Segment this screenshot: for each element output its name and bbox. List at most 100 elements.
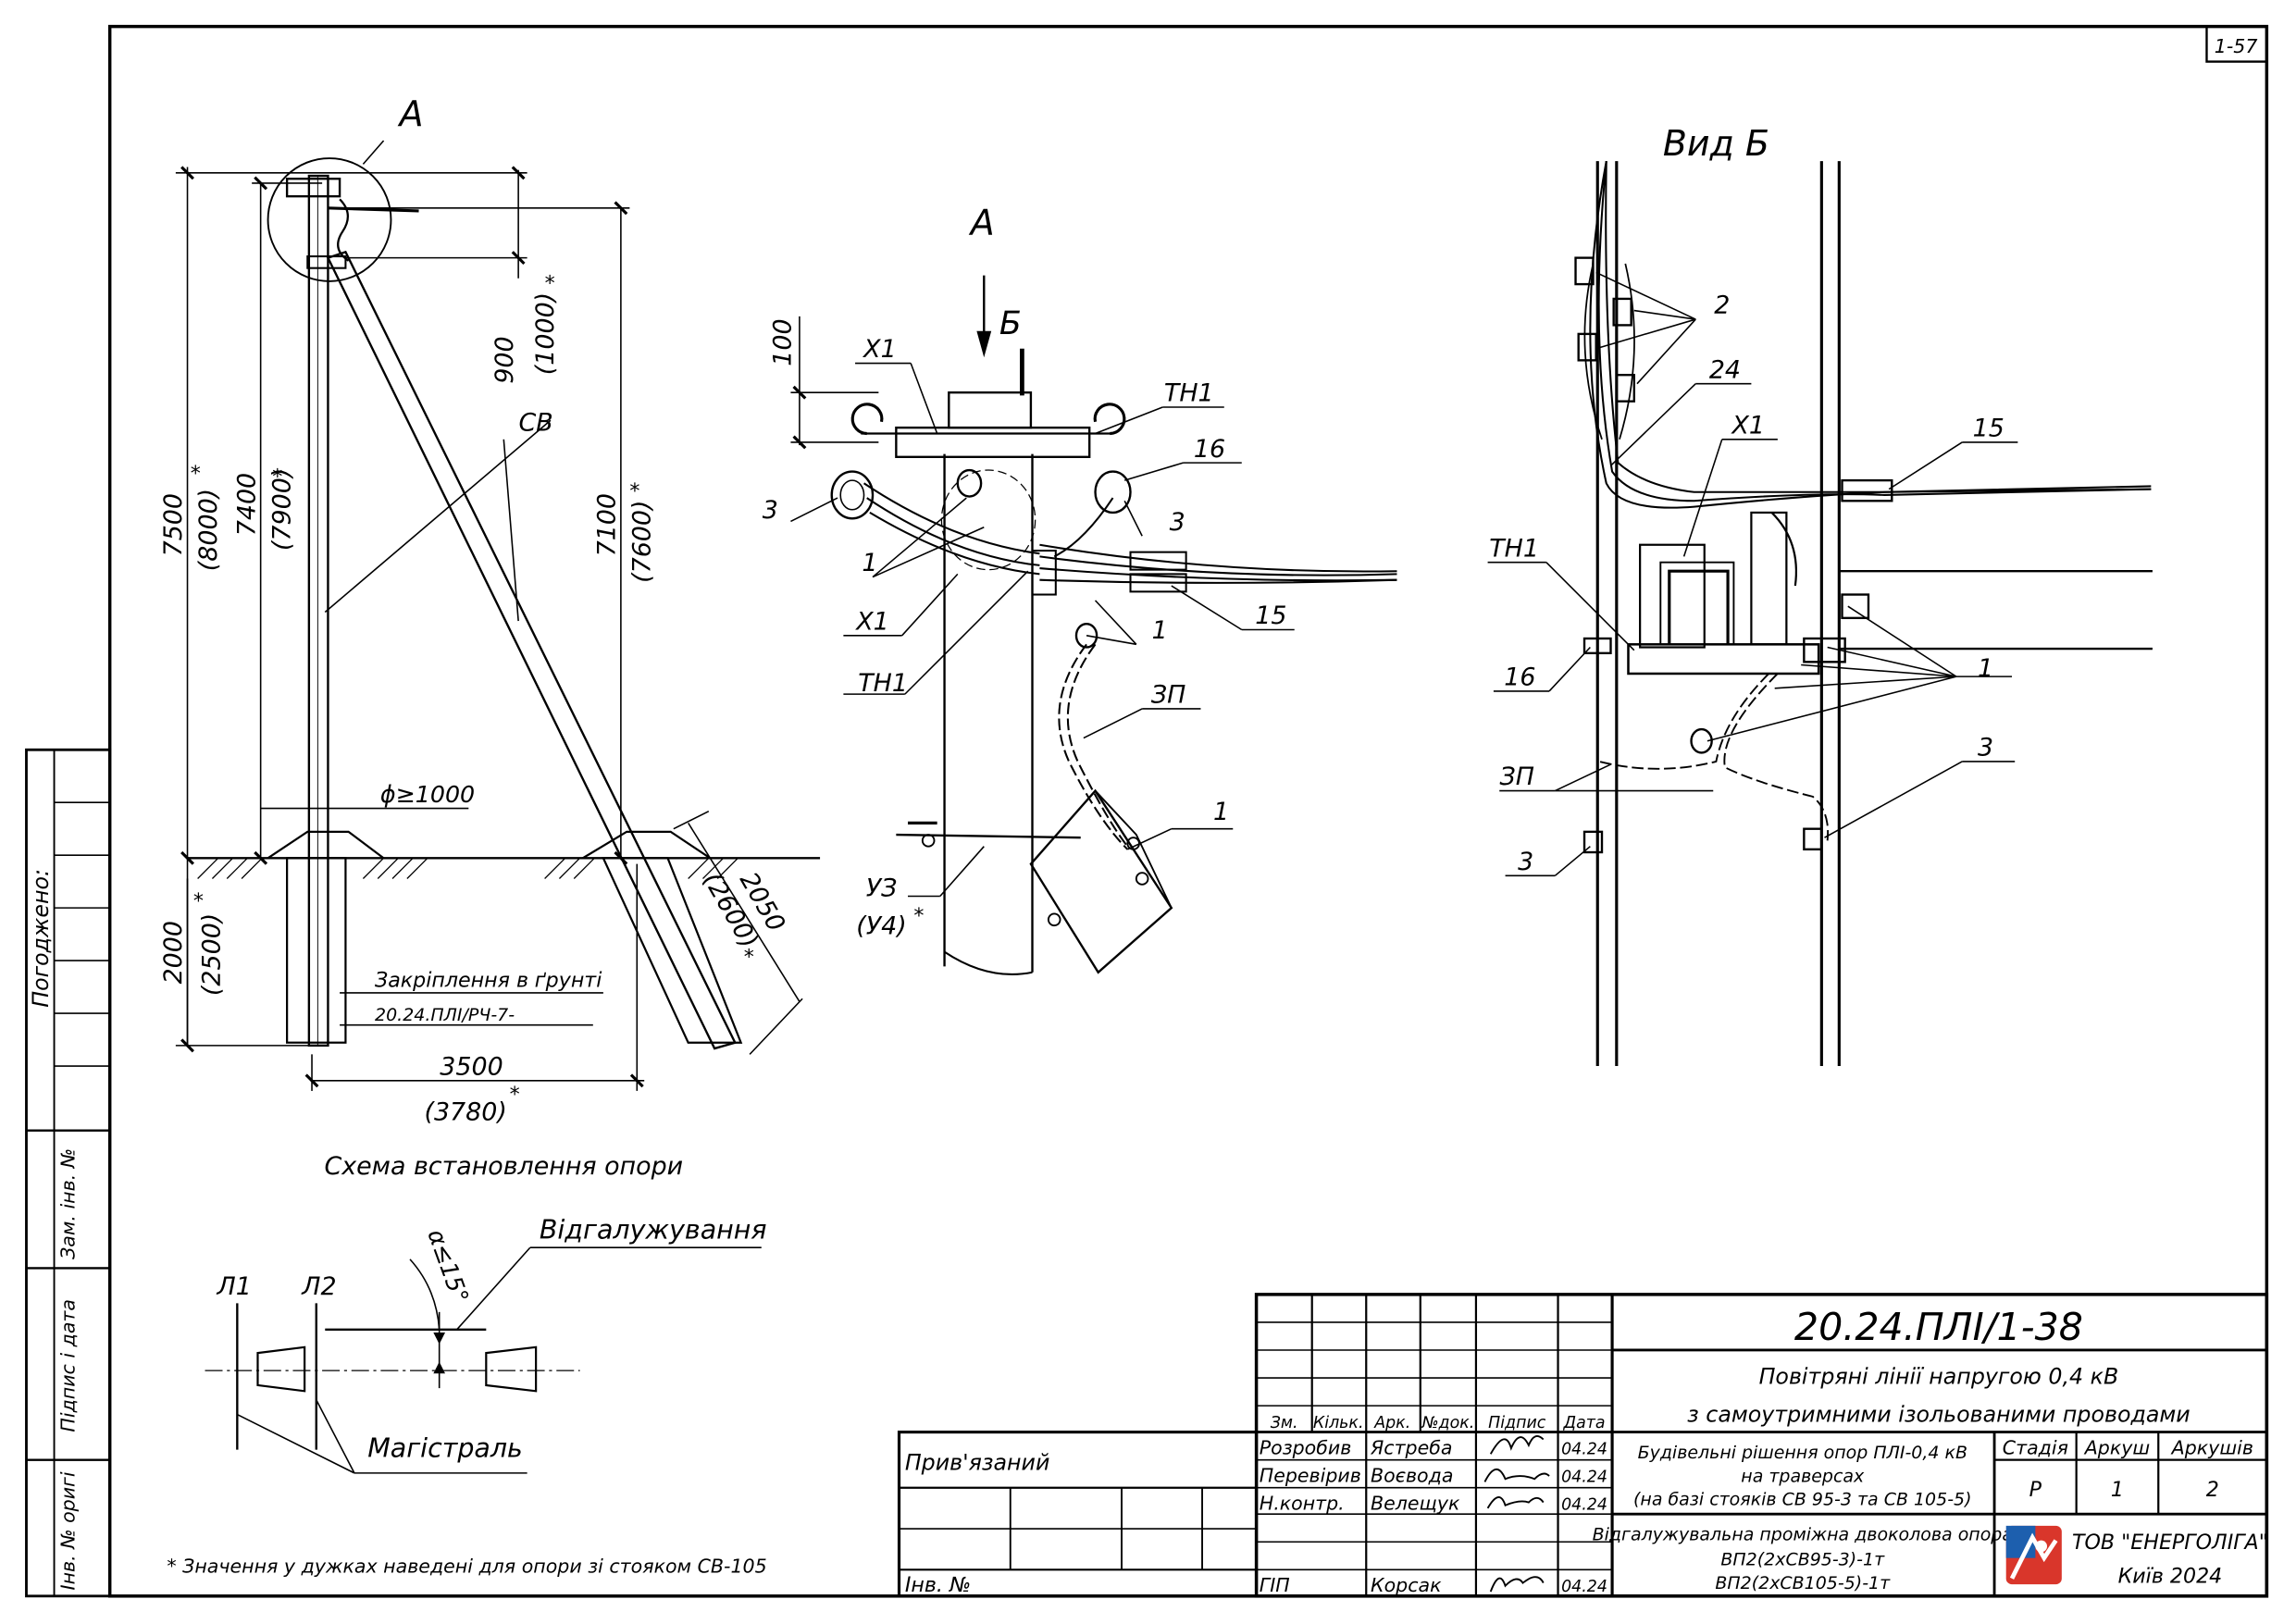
dim-2500: (2500) bbox=[197, 913, 226, 996]
date-ncontrol: 04.24 bbox=[1561, 1495, 1607, 1514]
name-checked: Воєвода bbox=[1371, 1464, 1453, 1486]
label-16: 16 bbox=[1194, 435, 1225, 464]
designation: 20.24.ПЛІ/1-38 bbox=[1794, 1305, 2083, 1349]
dim-7500: 7500 bbox=[159, 493, 188, 556]
dim-8000: (8000) bbox=[194, 489, 223, 571]
date-checked: 04.24 bbox=[1561, 1468, 1607, 1486]
star-8000: * bbox=[191, 462, 201, 486]
arrow-b-label: Б bbox=[999, 305, 1022, 342]
label-tn1-top: ТН1 bbox=[1164, 379, 1214, 408]
name-ncontrol: Велещук bbox=[1371, 1492, 1460, 1514]
star-3780: * bbox=[510, 1083, 520, 1107]
agreed-label: Погоджено: bbox=[28, 869, 54, 1008]
view-a-title: А bbox=[968, 202, 995, 242]
fixing-label: Закріплення в ґрунті bbox=[375, 969, 602, 993]
dim-7400: 7400 bbox=[232, 473, 261, 536]
star-7900: * bbox=[272, 465, 282, 489]
drawing-line1: Відгалужувальна проміжна двоколова опора bbox=[1593, 1525, 2013, 1545]
label-1-left: 1 bbox=[862, 549, 877, 577]
label-15: 15 bbox=[1255, 601, 1286, 630]
stage-header: Стадія bbox=[2003, 1436, 2068, 1458]
star-u4: * bbox=[913, 904, 924, 928]
label-3-right: 3 bbox=[1170, 508, 1185, 537]
vb-label-zp: ЗП bbox=[1500, 762, 1534, 791]
vb-label-x1: Х1 bbox=[1730, 411, 1765, 440]
dim-7600: (7600) bbox=[628, 500, 657, 582]
l1-label: Л1 bbox=[217, 1272, 252, 1301]
star-2600: * bbox=[744, 945, 754, 969]
dim-100: 100 bbox=[768, 318, 797, 366]
replace-inv-label: Зам. інв. № bbox=[57, 1148, 80, 1259]
vb-label-15: 15 bbox=[1973, 415, 2004, 443]
sheets-header: Аркушів bbox=[2170, 1436, 2253, 1458]
hdr-date: Дата bbox=[1563, 1414, 1606, 1432]
section-line2: на траверсах bbox=[1741, 1466, 1865, 1486]
main-label: Магістраль bbox=[367, 1432, 523, 1463]
star-1000: * bbox=[545, 271, 555, 295]
view-b-detail: Вид Б bbox=[1487, 123, 2153, 1067]
dim-1000: (1000) bbox=[531, 292, 560, 375]
star-2500: * bbox=[193, 889, 204, 913]
label-u4: (У4) bbox=[856, 912, 906, 941]
pit-diameter: ϕ≥1000 bbox=[380, 781, 475, 808]
inv-label: Інв. № bbox=[905, 1573, 971, 1597]
signature-date-label: Підпис і дата bbox=[57, 1299, 80, 1432]
sheet-number: 1-57 bbox=[2215, 35, 2258, 57]
project-line2: з самоутримними ізольованими проводами bbox=[1687, 1402, 2191, 1428]
drawing-line3: ВП2(2хСВ105-5)-1т bbox=[1715, 1573, 1891, 1593]
dim-900: 900 bbox=[490, 336, 519, 383]
l2-label: Л2 bbox=[301, 1272, 336, 1301]
company-name: ТОВ "ЕНЕРГОЛІГА" bbox=[2072, 1531, 2268, 1555]
pole-installation-scheme: А bbox=[159, 93, 821, 1181]
label-uz: УЗ bbox=[866, 874, 898, 902]
branch-label: Відгалужування bbox=[540, 1215, 767, 1246]
date-gip: 04.24 bbox=[1561, 1578, 1607, 1596]
date-developed: 04.24 bbox=[1561, 1440, 1607, 1458]
label-zp: ЗП bbox=[1151, 681, 1185, 710]
section-line3: (на базі стояків СВ 95-3 та СВ 105-5) bbox=[1633, 1490, 1971, 1510]
sheets-value: 2 bbox=[2206, 1478, 2219, 1502]
hdr-sign: Підпис bbox=[1488, 1414, 1546, 1432]
dim-2000: 2000 bbox=[159, 921, 188, 984]
side-stamp: Погоджено: Зам. інв. № Підпис і дата Інв… bbox=[25, 748, 112, 1598]
hdr-zm: Зм. bbox=[1271, 1414, 1298, 1432]
label-x1-bottom: Х1 bbox=[854, 608, 889, 637]
dim-7100: 7100 bbox=[593, 493, 622, 556]
sheet-value: 1 bbox=[2111, 1478, 2124, 1502]
view-a-marker: А bbox=[397, 93, 424, 134]
view-b-title: Вид Б bbox=[1663, 123, 1769, 164]
label-3-left: 3 bbox=[763, 496, 778, 525]
company-logo bbox=[2005, 1525, 2062, 1585]
dim-3780: (3780) bbox=[424, 1098, 506, 1127]
label-1-mid: 1 bbox=[1152, 616, 1168, 645]
bound-label: Прив'язаний bbox=[905, 1450, 1050, 1476]
dim-7900: (7900) bbox=[267, 468, 296, 551]
role-checked: Перевірив bbox=[1260, 1464, 1361, 1486]
orig-inv-label: Інв. № оригі bbox=[57, 1471, 80, 1590]
vb-label-1: 1 bbox=[1978, 654, 1993, 683]
city-year: Київ 2024 bbox=[2118, 1565, 2223, 1589]
vb-label-3-left: 3 bbox=[1518, 848, 1533, 876]
vb-label-24: 24 bbox=[1709, 355, 1741, 384]
title-block: Прив'язаний Інв. № Зм. Кільк. Арк. №док.… bbox=[897, 1293, 2269, 1598]
vb-label-3-right: 3 bbox=[1978, 734, 1993, 762]
name-gip: Корсак bbox=[1371, 1574, 1442, 1596]
vb-label-2: 2 bbox=[1714, 291, 1730, 320]
label-tn1-bottom: ТН1 bbox=[858, 669, 908, 698]
fixing-ref: 20.24.ПЛІ/РЧ-7- bbox=[375, 1005, 515, 1025]
section-line1: Будівельні рішення опор ПЛІ-0,4 кВ bbox=[1638, 1443, 1967, 1463]
name-developed: Ястреба bbox=[1370, 1436, 1453, 1458]
drawing-line2: ВП2(2хСВ95-3)-1т bbox=[1720, 1550, 1885, 1570]
dim-3500: 3500 bbox=[440, 1053, 503, 1082]
brace-label: СВ bbox=[519, 408, 553, 437]
role-gip: ГІП bbox=[1260, 1574, 1290, 1596]
role-ncontrol: Н.контр. bbox=[1260, 1492, 1345, 1514]
hdr-kilk: Кільк. bbox=[1313, 1414, 1364, 1432]
label-x1-top: Х1 bbox=[862, 335, 897, 364]
vb-label-16: 16 bbox=[1504, 663, 1535, 692]
footnote: * Значення у дужках наведені для опори з… bbox=[167, 1555, 766, 1577]
scheme-caption: Схема встановлення опори bbox=[324, 1152, 683, 1181]
sheet-header: Аркуш bbox=[2083, 1436, 2151, 1458]
branch-scheme: Л1 Л2 α≤15° Відгалужування Магістраль bbox=[205, 1215, 767, 1474]
